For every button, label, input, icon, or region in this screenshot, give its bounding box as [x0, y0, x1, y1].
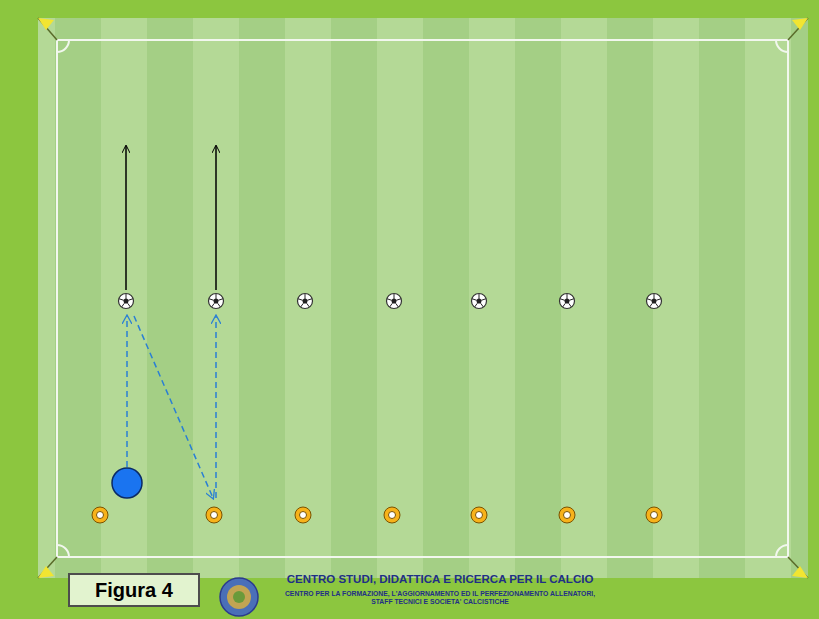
footer-title: CENTRO STUDI, DIDATTICA E RICERCA PER IL…	[250, 573, 630, 586]
figure-label: Figura 4	[95, 579, 173, 602]
footer-subtitle: CENTRO PER LA FORMAZIONE, L'AGGIORNAMENT…	[275, 590, 605, 606]
logo	[220, 578, 258, 616]
figure-label-box: Figura 4	[68, 573, 200, 607]
